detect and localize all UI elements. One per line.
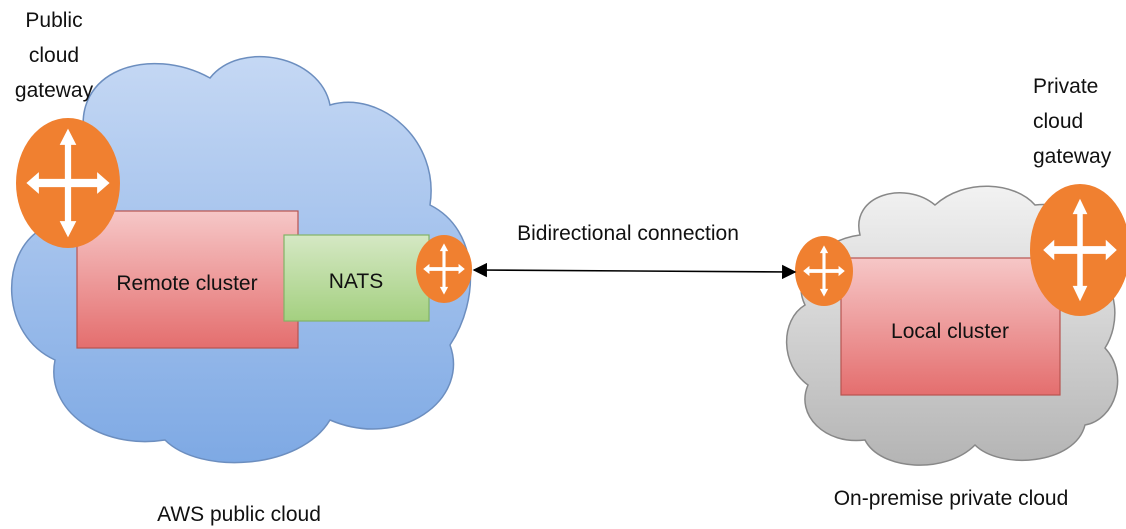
private-gateway-label-line-2: cloud: [1033, 110, 1083, 133]
local-router-icon: [795, 236, 853, 306]
public-gateway-label-line-2: cloud: [29, 44, 79, 67]
private-cloud-gateway-router-icon: [1030, 184, 1126, 316]
nats-box: [283, 234, 430, 322]
public-gateway-label-line-3: gateway: [15, 79, 94, 102]
remote-cluster-label: Remote cluster: [116, 272, 257, 295]
public-cloud-gateway-router-icon: [16, 118, 120, 248]
local-cluster-label: Local cluster: [891, 320, 1009, 343]
private-gateway-label-line-1: Private: [1033, 75, 1098, 98]
on-premise-private-cloud-label: On-premise private cloud: [834, 487, 1069, 510]
private-gateway-label-line-3: gateway: [1033, 145, 1112, 168]
connection-label: Bidirectional connection: [517, 222, 739, 245]
public-gateway-label-line-1: Public: [25, 9, 82, 32]
nats-router-icon: [416, 235, 472, 303]
aws-public-cloud-label: AWS public cloud: [157, 503, 321, 526]
bidirectional-connection-arrow: [472, 262, 797, 280]
local-cluster-box: [840, 257, 1061, 396]
nats-label: NATS: [329, 270, 383, 293]
remote-cluster-box: [76, 210, 299, 349]
